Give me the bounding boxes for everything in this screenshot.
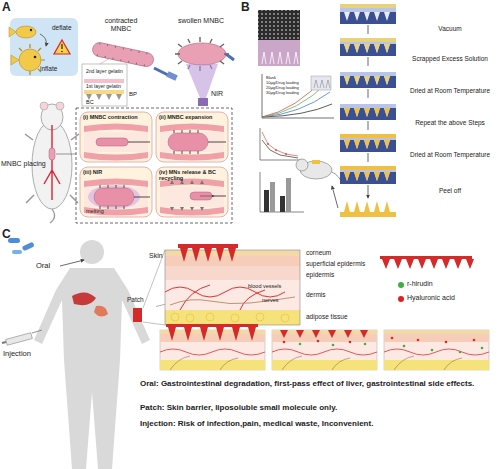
label-text: Dried at Room Temperature (404, 151, 496, 158)
node-text: (i) MNBC contraction (83, 114, 151, 120)
label-text: C (2, 228, 11, 241)
node-text: Skin (149, 252, 163, 260)
legend-swatch (398, 282, 404, 288)
node-text: (iii) NIR (83, 169, 151, 175)
label-text: epidermis (306, 271, 334, 278)
label-text: dermis (306, 291, 326, 298)
label-text: Oral: Gastrointestinal degradation, firs… (140, 380, 495, 389)
node-text: deflate (52, 24, 72, 31)
node-text: inflate (40, 65, 57, 72)
node-box: (ii) MNBC expansion (156, 112, 228, 162)
label-text: nerves (262, 297, 279, 303)
label-text: Oral (36, 262, 50, 270)
label-text: contracted MNBC (96, 17, 146, 33)
label-text: MNBC placing (1, 160, 46, 168)
node-text: (ii) MNBC expansion (159, 114, 227, 120)
label-text: Peel off (404, 187, 496, 194)
label-text: BC (86, 99, 94, 105)
node-text: Patch (127, 296, 144, 303)
label-text: corneum (306, 249, 331, 256)
node-box: (iii) NIR melting (80, 167, 152, 217)
label-text: B (241, 1, 250, 14)
connector-line (156, 304, 165, 306)
label-text: Dried at Room Temperature (404, 87, 496, 94)
label-text: blood vessels (248, 283, 281, 289)
label-text: 20μg/Drug loading (266, 86, 299, 90)
legend-text: r-hirudin (407, 280, 433, 287)
label-text: swollen MNBC (176, 17, 226, 25)
legend-text: Hyaluronic acid (407, 294, 455, 301)
label-text: NIR (211, 90, 223, 98)
label-text: adipose tissue (306, 313, 348, 320)
label-text: Injection (3, 350, 31, 358)
label-text: superficial epidermis (306, 260, 365, 267)
label-text: 30μg/Drug loading (266, 91, 299, 95)
node-box: Patch (120, 296, 156, 326)
label-text: Blank (266, 76, 276, 80)
label-text: 2nd layer gelatin (86, 69, 123, 75)
legend-swatch (398, 296, 404, 302)
node-text: melting (86, 208, 104, 214)
label-text: Injection: Risk of infection,pain, medic… (140, 420, 495, 429)
label-text: Repeat the above Steps (404, 119, 496, 126)
label-text: 10μg/Drug loading (266, 81, 299, 85)
label-text: Vacuum (404, 25, 496, 32)
node-box: (iv) MNs release & BC recycling (156, 167, 228, 217)
label-text: BP (129, 91, 137, 98)
label-text: Scrapped Excess Solution (404, 55, 496, 62)
node-text: (iv) MNs release & BC recycling (159, 169, 227, 181)
label-text: 1st layer gelatin (86, 84, 121, 90)
node-box: (i) MNBC contraction (80, 112, 152, 162)
node-box: deflate inflate (10, 18, 78, 76)
label-text: Patch: Skin barrier, liposoluble small m… (140, 404, 495, 413)
label-text: A (2, 1, 11, 14)
